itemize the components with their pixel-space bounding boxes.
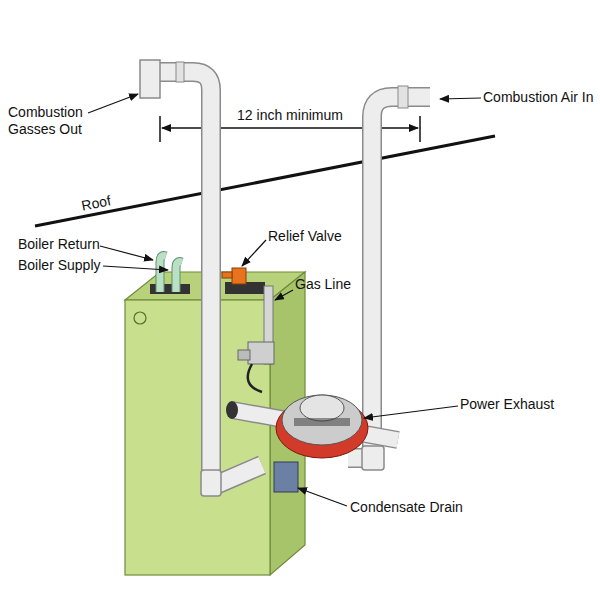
- gas-valve-fitting: [238, 350, 250, 360]
- intake-pipe: [348, 97, 430, 458]
- pipe-coupling: [176, 62, 184, 82]
- leader-arrow: [242, 240, 266, 266]
- leader-arrow: [103, 266, 168, 270]
- intake-pipe-outline: [348, 97, 430, 458]
- blower-band: [294, 418, 350, 426]
- supply-pipe: [176, 262, 182, 292]
- supply-pipe-outline: [176, 262, 182, 292]
- leader-arrow: [440, 98, 481, 99]
- part-label: Power Exhaust: [460, 396, 570, 413]
- leader-arrow: [298, 488, 347, 506]
- dimension-tick: [159, 116, 161, 142]
- part-label: Boiler Supply: [18, 257, 108, 274]
- relief-valve: [232, 268, 246, 284]
- relief-valve-outlet: [222, 272, 232, 278]
- boiler-sight-glass: [134, 312, 146, 324]
- part-label: 12 inch minimum: [230, 107, 350, 124]
- blower-motor: [300, 395, 344, 421]
- dimension-tick: [419, 116, 421, 142]
- exhaust-elbow-fitting: [201, 470, 221, 496]
- leader-arrow: [364, 406, 458, 418]
- gas-valve-wire: [248, 364, 262, 392]
- exhaust-pipe-outline: [152, 72, 211, 487]
- part-label: Relief Valve: [268, 228, 358, 245]
- return-pipe-outline: [160, 256, 166, 292]
- exhaust-tee: [140, 60, 160, 98]
- blower-body: [282, 395, 362, 445]
- condensate-trap: [274, 462, 298, 492]
- part-label: Combustion Gasses Out: [8, 104, 98, 138]
- part-label: Combustion Air In: [483, 89, 598, 106]
- gas-valve: [248, 342, 274, 364]
- pipe-end: [226, 401, 238, 419]
- leader-arrow: [275, 290, 293, 300]
- leader-arrow: [100, 246, 153, 260]
- part-label: Condensate Drain: [350, 499, 490, 516]
- return-pipe: [160, 256, 166, 292]
- part-label: Boiler Return: [18, 236, 108, 253]
- boiler-front: [125, 300, 270, 575]
- pipe-coupling: [398, 86, 408, 108]
- leader-arrow: [88, 94, 138, 113]
- intake-elbow-fitting: [362, 446, 384, 470]
- part-label: Gas Line: [295, 276, 375, 293]
- roof-line: [35, 136, 495, 226]
- exhaust-pipe: [152, 72, 211, 487]
